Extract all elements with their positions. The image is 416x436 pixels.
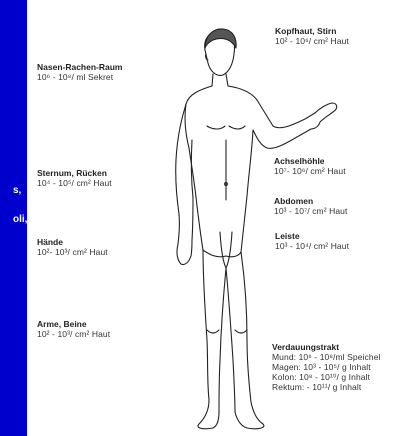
label-sternum-ruecken-title: Sternum, Rücken — [37, 168, 112, 178]
label-verdauung-rektum: Rektum: - 10¹¹/ g Inhalt — [272, 382, 381, 392]
label-haende-value: 10²- 10³/ cm² Haut — [37, 247, 108, 257]
body-flora-figure: Kopfhaut, Stirn 10² - 10⁶/ cm² Haut Nase… — [27, 0, 416, 436]
label-leiste: Leiste 10³ - 10⁴/ cm² Haut — [275, 231, 349, 251]
label-abdomen-value: 10³ - 10⁷/ cm² Haut — [274, 206, 347, 216]
label-verdauung-mund: Mund: 10⁶ - 10⁸/ml Speichel — [272, 352, 381, 362]
label-verdauung-magen: Magen: 10³ - 10⁵/ g Inhalt — [272, 362, 381, 372]
label-leiste-title: Leiste — [275, 231, 349, 241]
label-achselhoehle: Achselhöhle 10⁷- 10⁶/ cm² Haut — [274, 156, 346, 176]
side-text-fragment-2: oli, — [13, 214, 27, 225]
label-arme-beine: Arme, Beine 10² - 10³/ cm² Haut — [37, 319, 110, 339]
label-arme-beine-value: 10² - 10³/ cm² Haut — [37, 329, 110, 339]
label-nasen-rachen: Nasen-Rachen-Raum 10⁶ - 10⁸/ ml Sekret — [37, 62, 123, 82]
label-sternum-ruecken-value: 10⁴ - 10⁵/ cm² Haut — [37, 178, 112, 188]
label-haende-title: Hände — [37, 237, 108, 247]
label-verdauungstrakt-title: Verdauungstrakt — [272, 342, 381, 352]
label-kopfhaut-value: 10² - 10⁶/ cm² Haut — [275, 36, 349, 46]
side-text-fragment-1: s, — [13, 185, 21, 196]
label-abdomen-title: Abdomen — [274, 196, 347, 206]
label-verdauung-kolon: Kolon: 10⁸ - 10¹⁰/ g Inhalt — [272, 372, 381, 382]
label-nasen-rachen-title: Nasen-Rachen-Raum — [37, 62, 123, 72]
label-abdomen: Abdomen 10³ - 10⁷/ cm² Haut — [274, 196, 347, 216]
label-sternum-ruecken: Sternum, Rücken 10⁴ - 10⁵/ cm² Haut — [37, 168, 112, 188]
label-kopfhaut: Kopfhaut, Stirn 10² - 10⁶/ cm² Haut — [275, 26, 349, 46]
label-haende: Hände 10²- 10³/ cm² Haut — [37, 237, 108, 257]
label-achselhoehle-value: 10⁷- 10⁶/ cm² Haut — [274, 166, 346, 176]
label-kopfhaut-title: Kopfhaut, Stirn — [275, 26, 349, 36]
label-achselhoehle-title: Achselhöhle — [274, 156, 346, 166]
label-nasen-rachen-value: 10⁶ - 10⁸/ ml Sekret — [37, 72, 123, 82]
label-arme-beine-title: Arme, Beine — [37, 319, 110, 329]
label-leiste-value: 10³ - 10⁴/ cm² Haut — [275, 241, 349, 251]
label-verdauungstrakt: Verdauungstrakt Mund: 10⁶ - 10⁸/ml Speic… — [272, 342, 381, 392]
